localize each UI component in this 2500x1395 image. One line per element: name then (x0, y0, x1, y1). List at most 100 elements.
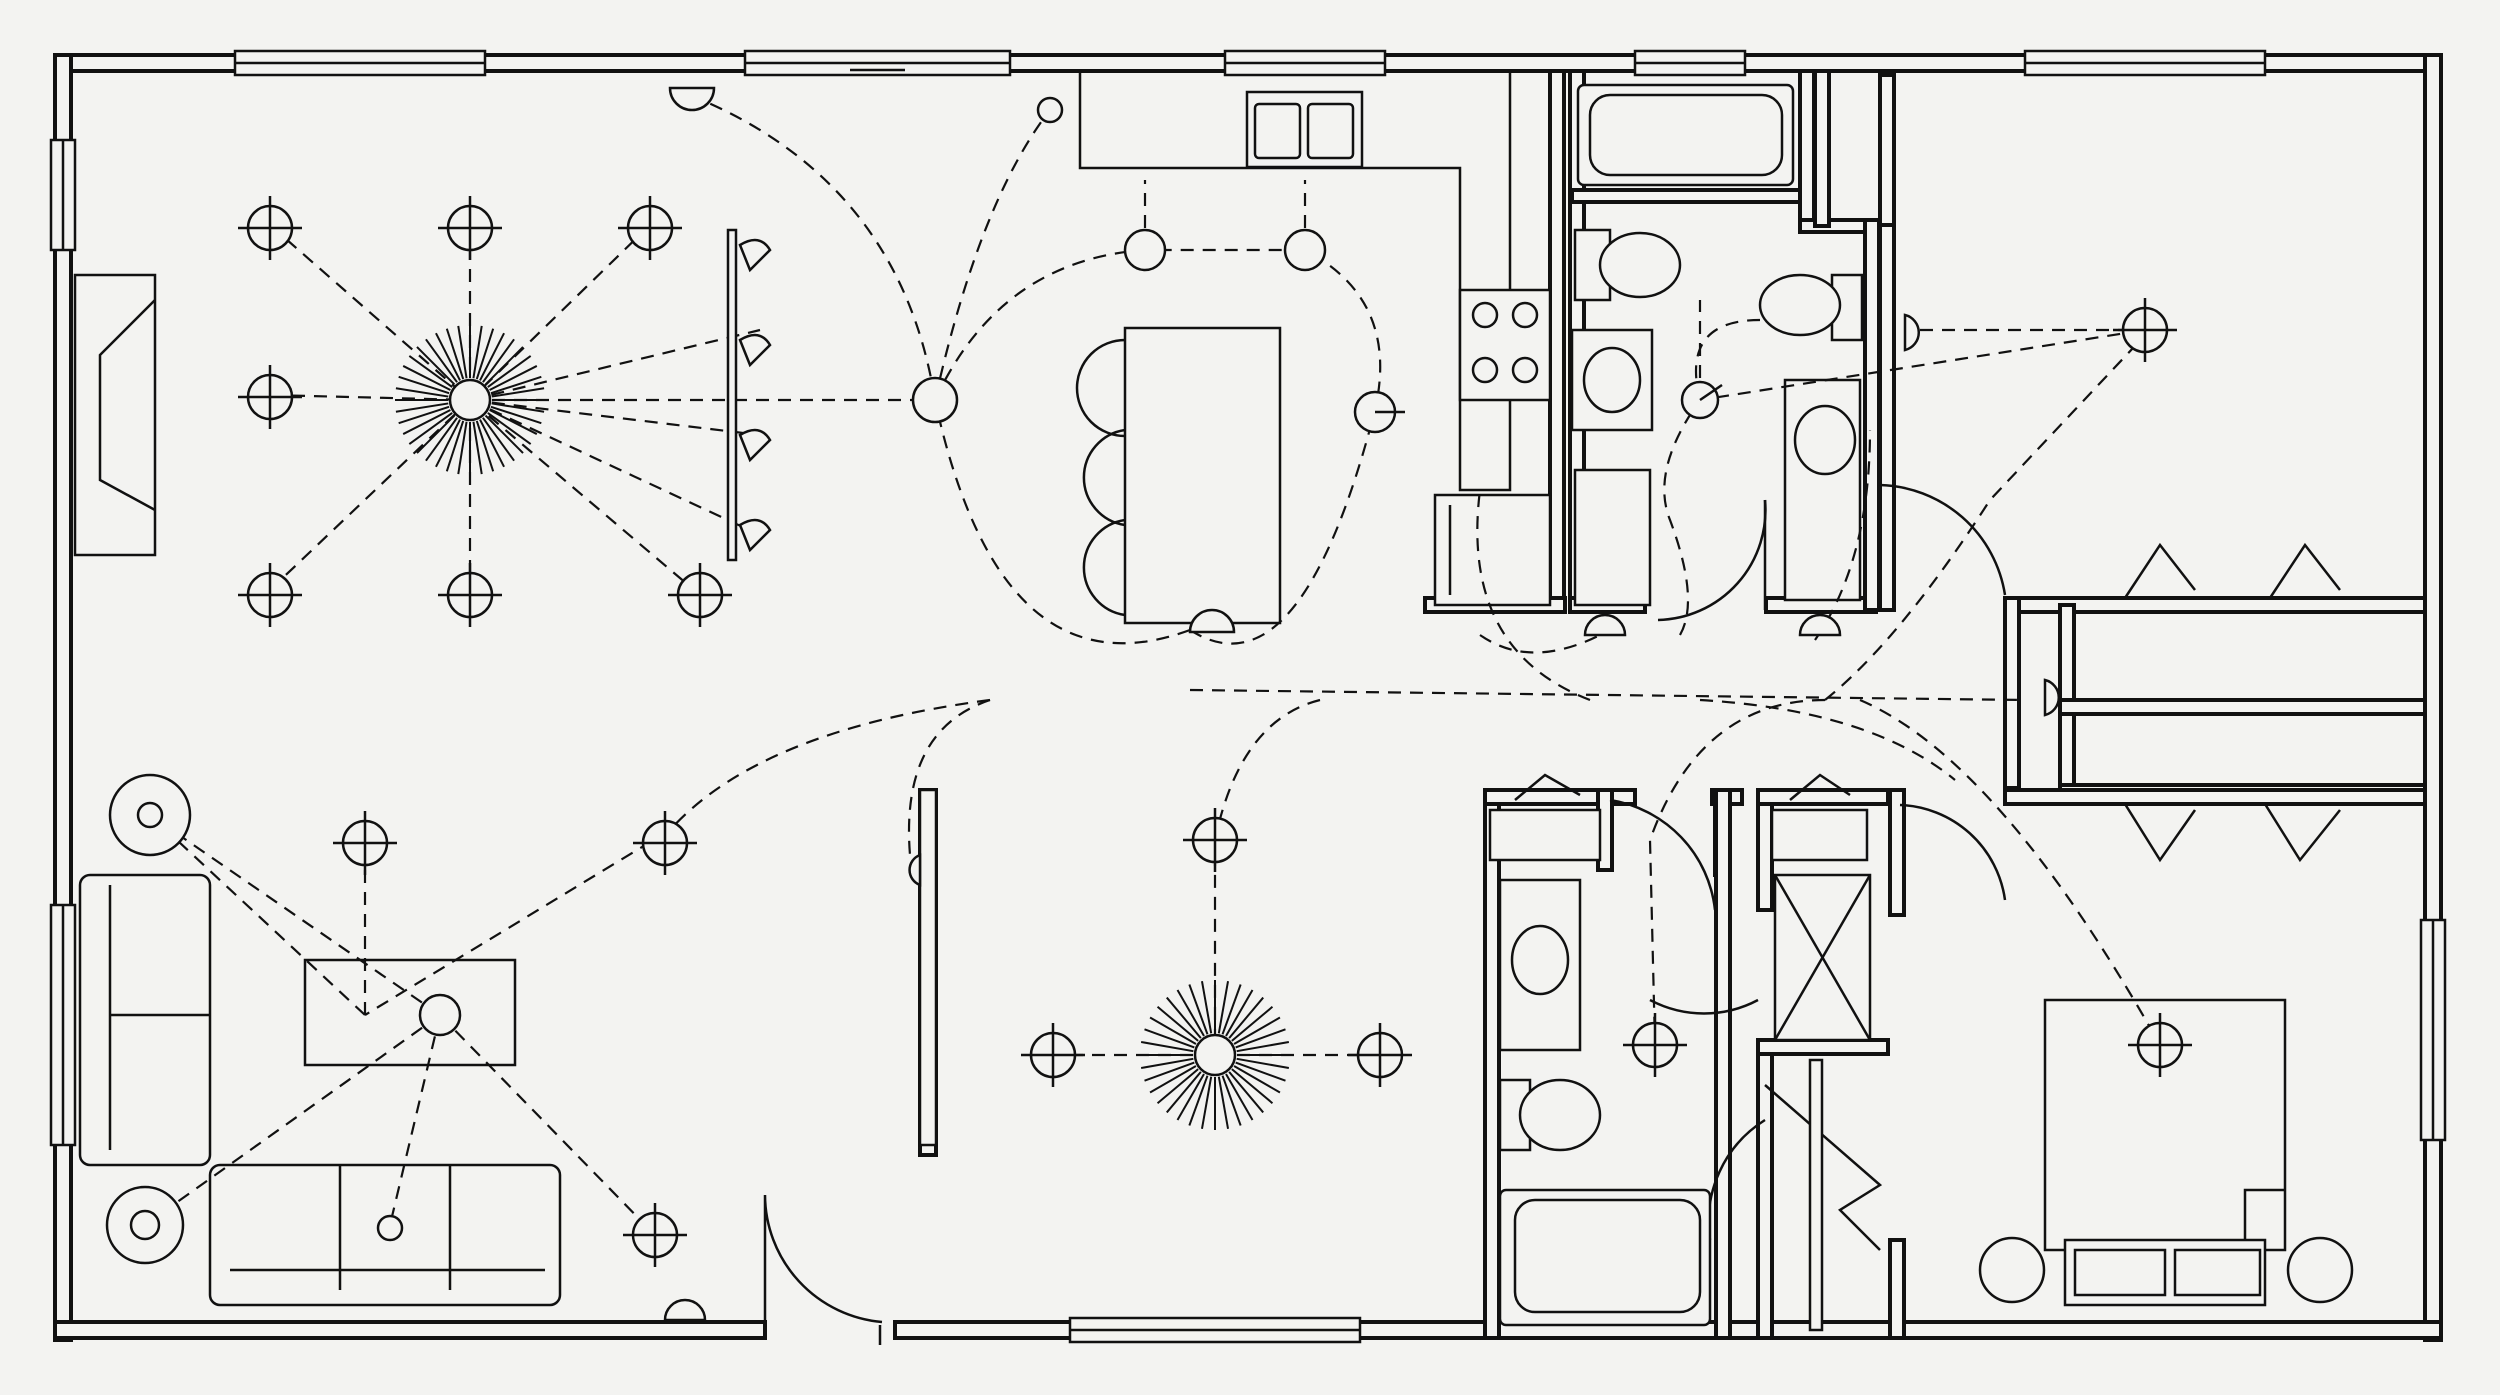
chandelier-ray (445, 420, 465, 472)
sofa (78, 873, 212, 1167)
chandelier-ray (402, 409, 451, 435)
ceiling-light (438, 196, 502, 260)
chandelier-ray (1225, 1073, 1254, 1121)
chandelier-ray (425, 338, 458, 383)
chandelier-ray (395, 402, 449, 413)
chandelier-ray (472, 325, 483, 379)
pendant-light (1283, 228, 1327, 272)
chandelier-ray (408, 355, 453, 388)
chandelier-ray (487, 355, 532, 388)
chandelier-ray (1149, 1065, 1197, 1094)
chandelier-ray (1200, 980, 1213, 1034)
wall-sconce (1903, 313, 1921, 352)
wall-sconce (908, 853, 922, 887)
chandelier-dining (1140, 980, 1290, 1130)
chandelier-ray (425, 417, 458, 462)
ceiling-light (238, 196, 302, 260)
chandelier-ray (435, 332, 461, 381)
chandelier-ray (398, 375, 450, 395)
coffee-table (303, 958, 517, 1067)
chandelier-ray (1144, 1061, 1195, 1082)
chandelier-ray (1166, 1071, 1202, 1114)
ceiling-light (238, 563, 302, 627)
track-light (726, 228, 772, 562)
wall-sconce (2043, 678, 2061, 717)
chandelier-ray (1233, 1065, 1281, 1094)
wall-sconce (1583, 613, 1627, 637)
floor-lamp (105, 1185, 185, 1265)
ceiling-light (2128, 1013, 2192, 1077)
kitchen-island (1123, 326, 1282, 625)
chandelier-ray (1144, 1028, 1195, 1049)
chandelier-ray (1231, 1006, 1274, 1042)
chandelier-ray (1225, 989, 1254, 1037)
chandelier-ray (479, 419, 505, 468)
pendant-light (1123, 228, 1167, 272)
chandelier-ray (1156, 1068, 1199, 1104)
chandelier-ray (1228, 996, 1264, 1039)
chandelier-ray (1235, 1061, 1286, 1082)
chandelier-ray (479, 332, 505, 381)
chandelier-ray (416, 346, 456, 386)
chandelier-ray (1217, 980, 1230, 1034)
chandelier-ray (1176, 1073, 1205, 1121)
chandelier-ray (491, 402, 545, 413)
chandelier-ray (489, 365, 538, 391)
chandelier-ray (482, 417, 515, 462)
chandelier-ray (408, 412, 453, 445)
chandelier-ray (1236, 1057, 1290, 1070)
chandelier-ray (435, 419, 461, 468)
chandelier-ray (1200, 1076, 1213, 1130)
chandelier-ray (475, 420, 495, 472)
chandelier-ray (1140, 1057, 1194, 1070)
chandelier-living (395, 325, 545, 475)
chandelier-ray (1228, 1071, 1264, 1114)
chandelier-ray (1166, 996, 1202, 1039)
refrigerator (1433, 493, 1552, 607)
chandelier-ray (1221, 1075, 1242, 1126)
ceiling-light (668, 563, 732, 627)
chandelier-ray (1217, 1076, 1230, 1130)
chandelier-ray (1156, 1006, 1199, 1042)
chandelier-ray (491, 387, 545, 398)
chandelier-ray (457, 421, 468, 475)
wall-sconce (663, 1298, 707, 1322)
chandelier-ray (1188, 984, 1209, 1035)
floor-lamp (108, 773, 192, 857)
wall-sconce (1188, 608, 1236, 634)
ceiling-light (1623, 1013, 1687, 1077)
windows (49, 49, 2447, 1344)
chandelier-ray (398, 405, 450, 425)
chandelier-ray (489, 409, 538, 435)
bathtub (1576, 83, 1795, 187)
chandelier-ray (1233, 1016, 1281, 1045)
wall-sconce (1798, 613, 1842, 637)
pendant-light (911, 376, 959, 424)
ceiling-light (2113, 298, 2177, 362)
chandelier-ray (416, 414, 456, 454)
pendant-light (418, 993, 462, 1037)
bathroom-fixtures (1488, 83, 1872, 1332)
chandelier-ray (490, 375, 542, 395)
chandelier-ray (395, 387, 449, 398)
light-fixtures (105, 86, 2192, 1322)
ceiling-light (1021, 1023, 1085, 1087)
chandelier-ray (445, 328, 465, 380)
chandelier-ray (1149, 1016, 1197, 1045)
ceiling-light (633, 811, 697, 875)
chandelier-ray (1140, 1040, 1194, 1053)
chandelier-ray (1221, 984, 1242, 1035)
chandelier-ray (482, 338, 515, 383)
floor-lamp (376, 1214, 404, 1242)
living-furniture (73, 273, 2354, 1345)
kitchen (1075, 71, 1552, 625)
chandelier-ray (1236, 1040, 1290, 1053)
ceiling-light (1183, 808, 1247, 872)
chandelier-ray (475, 328, 495, 380)
ceiling-light (438, 563, 502, 627)
chandelier-ray (1235, 1028, 1286, 1049)
chandelier-ray (472, 421, 483, 475)
chandelier-ray (402, 365, 451, 391)
bathtub-2 (1498, 1188, 1712, 1327)
chandelier-ray (490, 405, 542, 425)
